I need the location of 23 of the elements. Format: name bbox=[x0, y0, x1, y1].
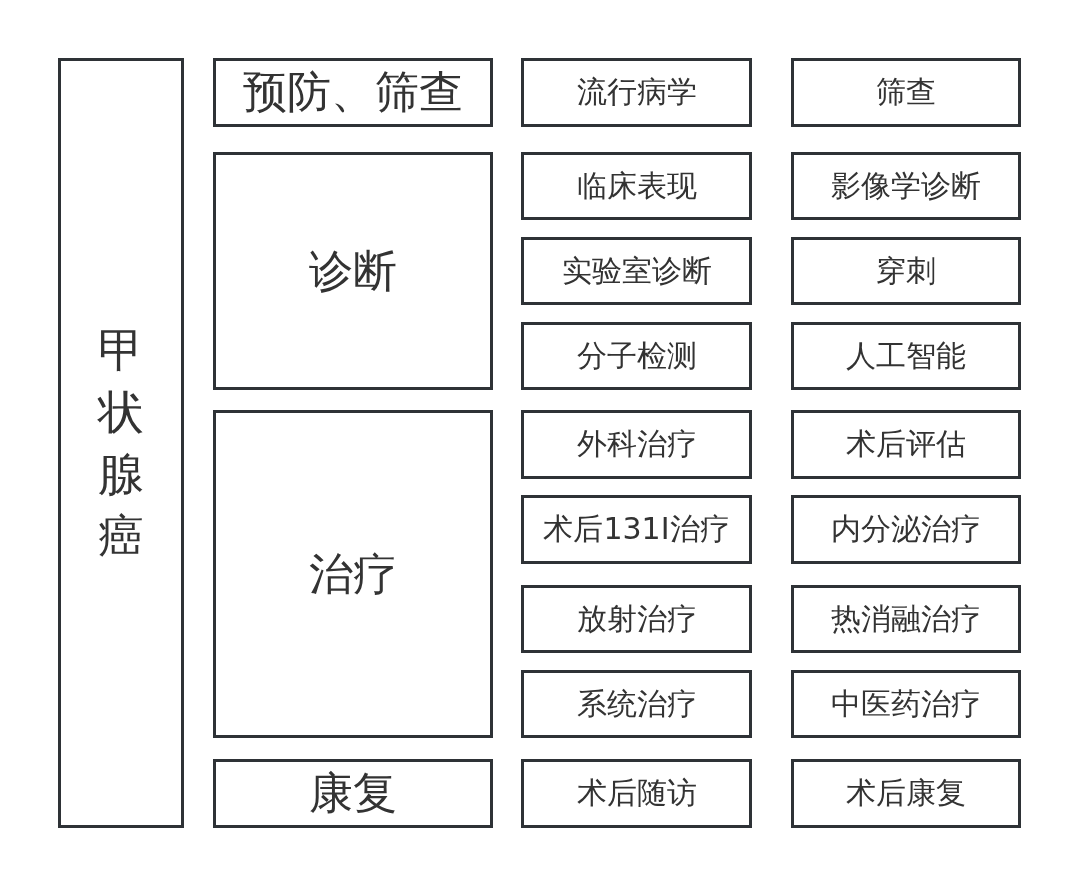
stage-box: 治疗 bbox=[213, 410, 493, 738]
topic-box: 流行病学 bbox=[521, 58, 752, 127]
topic-box: 穿刺 bbox=[791, 237, 1021, 305]
topic-box: 术后评估 bbox=[791, 410, 1021, 479]
stage-box: 康复 bbox=[213, 759, 493, 828]
topic-box: 系统治疗 bbox=[521, 670, 752, 738]
topic-box: 热消融治疗 bbox=[791, 585, 1021, 653]
stage-box: 预防、筛查 bbox=[213, 58, 493, 127]
topic-box: 术后随访 bbox=[521, 759, 752, 828]
topic-box: 影像学诊断 bbox=[791, 152, 1021, 220]
topic-box: 人工智能 bbox=[791, 322, 1021, 390]
topic-box: 放射治疗 bbox=[521, 585, 752, 653]
topic-box: 临床表现 bbox=[521, 152, 752, 220]
topic-box: 外科治疗 bbox=[521, 410, 752, 479]
topic-column-box: 甲状腺癌 bbox=[58, 58, 184, 828]
topic-box: 中医药治疗 bbox=[791, 670, 1021, 738]
topic-box: 内分泌治疗 bbox=[791, 495, 1021, 564]
topic-box: 筛查 bbox=[791, 58, 1021, 127]
topic-box: 实验室诊断 bbox=[521, 237, 752, 305]
stage-box: 诊断 bbox=[213, 152, 493, 390]
topic-box: 术后康复 bbox=[791, 759, 1021, 828]
topic-box: 分子检测 bbox=[521, 322, 752, 390]
topic-box: 术后131I治疗 bbox=[521, 495, 752, 564]
